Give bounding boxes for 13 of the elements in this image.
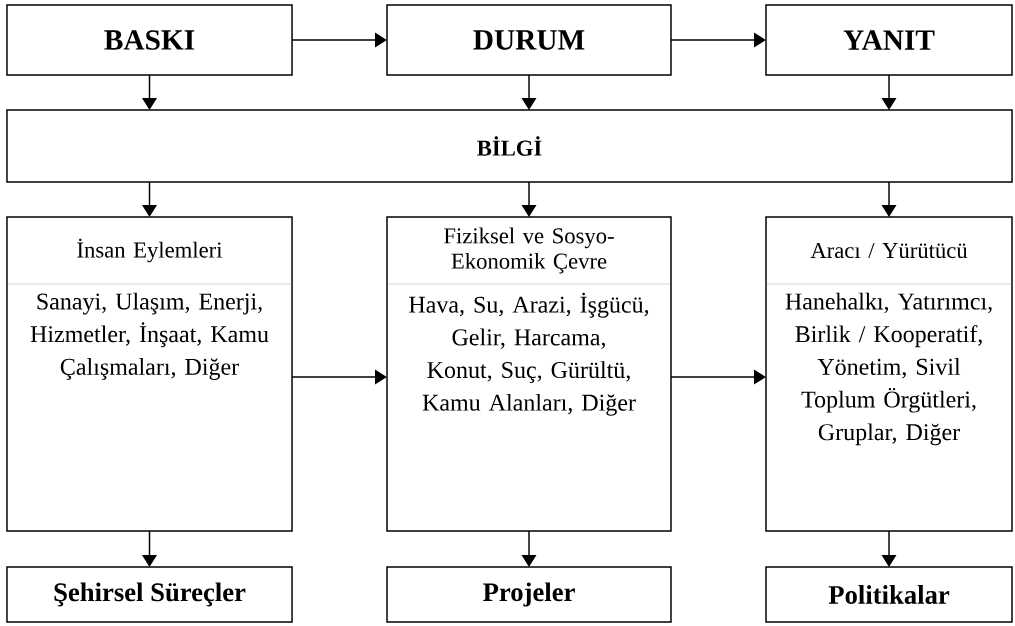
band-box: BİLGİ [6,109,1013,183]
text-box: İnsan Eylemleri Sanayi, Ulaşım, Enerji, Hizmetler, İnşaat, Kamu Çalışmaları, Diğer [6,216,293,532]
arrow [142,181,158,217]
text-box: Aracı / Yürütücü Hanehalkı, Yatırımcı, Birlik / Kooperatif, Yönetim, Sivil Toplum Örgütleri, Gruplar, Diğer [765,216,1013,532]
title-box: DURUM [386,4,672,76]
text-box: Fiziksel ve Sosyo-Ekonomik Çevre Hava, Su, Arazi, İşgücü, Gelir, Harcama, Konut, Suç, Gürültü, Kamu Alanları, Diğer [386,216,672,532]
result-box: Projeler [386,566,672,623]
arrow [142,74,158,110]
title-box: BASKI [6,4,293,76]
result-box: Politikalar [765,566,1013,623]
arrow [142,530,158,567]
title-box: YANIT [765,4,1013,76]
result-box: Şehirsel Süreçler [6,566,293,623]
